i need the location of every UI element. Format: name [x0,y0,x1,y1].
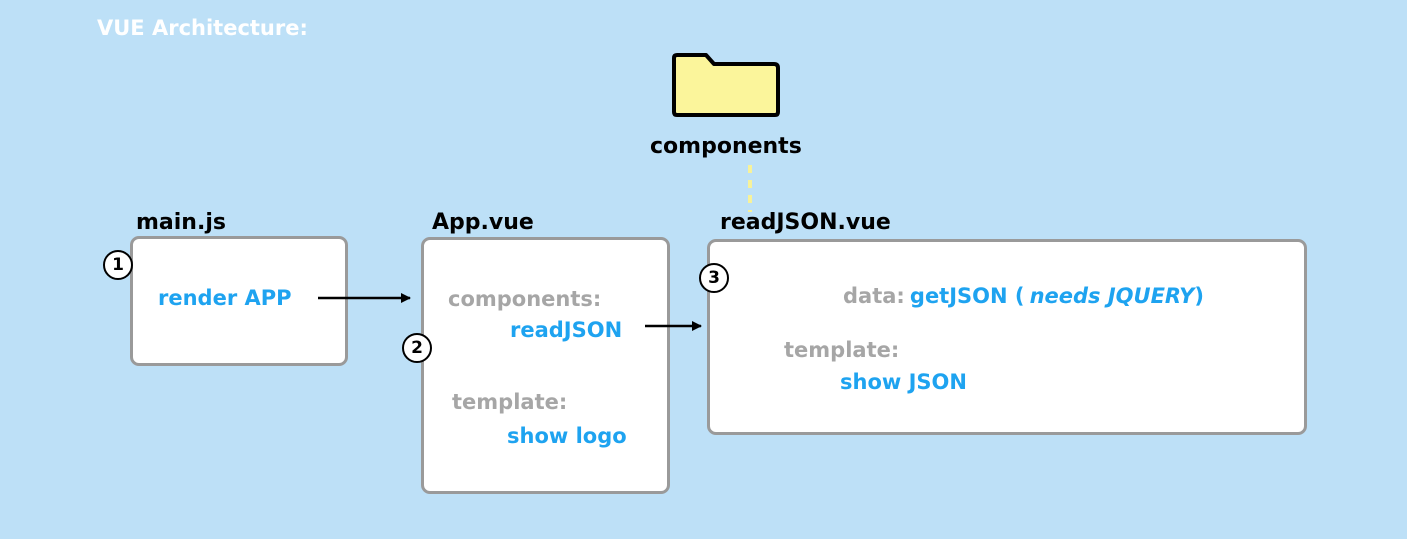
read-json-data-row: data: getJSON ( needs JQUERY) [843,284,1204,308]
read-json-vue-box [707,239,1307,435]
components-folder [670,52,782,118]
main-js-box [130,236,348,366]
read-json-data-close: ) [1194,284,1204,308]
app-vue-components-label: components: [448,287,602,311]
app-vue-title: App.vue [432,210,534,235]
read-json-data-label: data: [843,284,905,308]
step-2-badge: 2 [402,333,432,363]
read-json-template-value: show JSON [840,370,967,394]
read-json-data-value: getJSON ( [909,284,1025,308]
app-vue-template-label: template: [452,390,568,414]
app-vue-components-value: readJSON [510,318,623,342]
read-json-data-note: needs JQUERY [1029,284,1195,308]
read-json-template-label: template: [784,338,900,362]
folder-icon [672,53,780,117]
page-title: VUE Architecture: [97,16,308,40]
read-json-vue-title: readJSON.vue [720,210,891,235]
main-js-title: main.js [136,210,226,235]
step-1-badge: 1 [103,250,133,280]
step-3-badge: 3 [699,263,729,293]
main-js-render-app: render APP [158,286,292,310]
app-vue-box [421,237,670,494]
app-vue-template-value: show logo [507,424,627,448]
components-folder-label: components [650,134,802,159]
